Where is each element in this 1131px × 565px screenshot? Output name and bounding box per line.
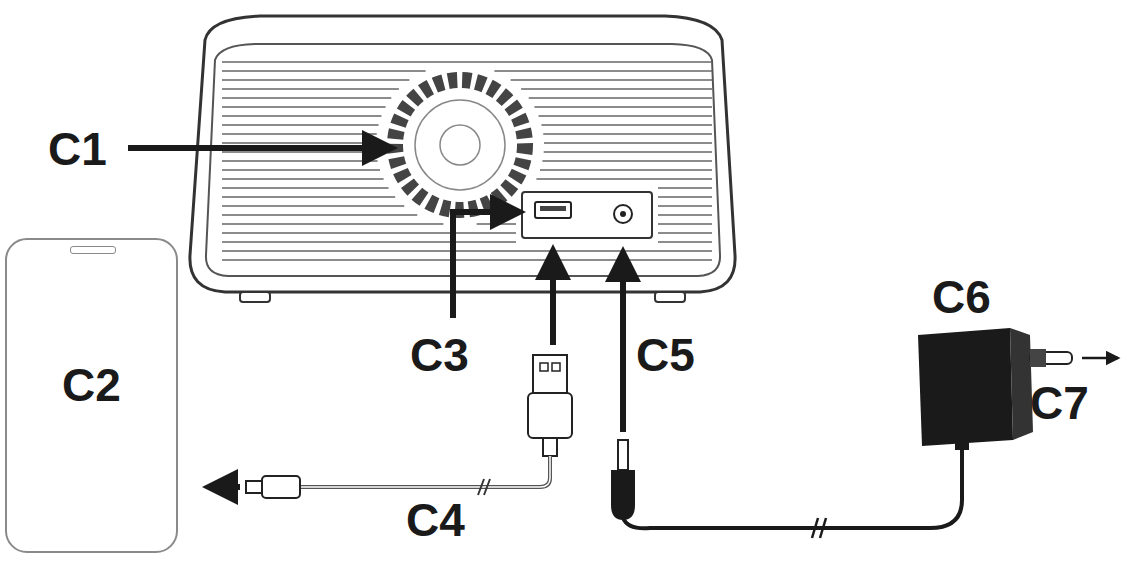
dc-cable	[623, 445, 962, 528]
grille-line	[544, 151, 712, 153]
callout-number: C7	[1030, 380, 1089, 426]
speaker-housing	[190, 16, 735, 292]
dc-plug-body	[611, 470, 635, 520]
grille-line	[222, 223, 443, 225]
grille-line	[222, 259, 712, 261]
to-phone-arrow	[208, 484, 240, 490]
usb-port-tongue	[540, 206, 566, 211]
speaker-front-edge	[206, 44, 720, 276]
grille-line	[539, 115, 712, 117]
plug-prong-base	[1030, 349, 1046, 367]
adapter-strain	[955, 440, 969, 450]
usb-plug-body	[528, 393, 572, 438]
grille-line	[222, 61, 712, 63]
callout-number: C3	[410, 332, 469, 378]
phone-plug-body	[262, 476, 300, 498]
grille-line	[222, 232, 516, 234]
grille-line	[222, 133, 377, 135]
insert-arrow	[620, 252, 626, 432]
usb-port	[535, 202, 571, 218]
grille-line	[222, 106, 386, 108]
grille-line	[658, 205, 712, 207]
grille-line	[222, 88, 399, 90]
grille-line	[544, 142, 712, 144]
grille-line	[222, 115, 381, 117]
phone-notch	[70, 246, 116, 254]
grille-line	[658, 214, 712, 216]
grille-line	[536, 178, 712, 180]
insert-arrow	[550, 250, 556, 345]
grille-line	[477, 223, 516, 225]
callout-number: C4	[406, 497, 465, 543]
grille-line	[521, 88, 712, 90]
callout-number: C6	[932, 274, 991, 320]
usb-plug-strain	[543, 438, 557, 456]
usb-plug-hole	[552, 363, 560, 371]
phone-outline: C2	[5, 238, 178, 553]
usb-plug-hole	[540, 363, 548, 371]
callout-number: C5	[636, 332, 695, 378]
grille-line	[222, 79, 409, 81]
fan-center	[440, 125, 480, 165]
grille-line	[222, 241, 516, 243]
grille-line	[658, 187, 712, 189]
grille-line	[222, 187, 389, 189]
port-panel	[522, 192, 652, 238]
speaker-foot	[655, 292, 685, 302]
grille-line	[540, 169, 712, 171]
cable-break	[484, 479, 490, 495]
grille-line	[511, 79, 712, 81]
usb-plug-metal	[533, 355, 567, 393]
adapter-side	[1010, 328, 1033, 440]
dc-jack	[614, 205, 632, 223]
dc-jack-pin	[620, 211, 626, 217]
grille-line	[534, 106, 712, 108]
grille-line	[658, 232, 712, 234]
grille-line	[222, 205, 404, 207]
grille-line	[222, 178, 384, 180]
grille-line	[542, 160, 712, 162]
grille-line	[658, 223, 712, 225]
grille-line	[222, 151, 376, 153]
grille-line	[222, 124, 379, 126]
usb-cable	[300, 456, 550, 487]
leader-arrow	[453, 212, 520, 318]
grille-line	[222, 70, 426, 72]
grille-line	[529, 97, 712, 99]
grille-line	[222, 214, 417, 216]
speaker-foot	[240, 292, 270, 302]
dc-plug-tip	[618, 440, 628, 470]
fan-ring	[395, 80, 525, 210]
grille-line	[494, 70, 712, 72]
grille-line	[222, 169, 380, 171]
to-socket-arrow	[1082, 357, 1118, 360]
cable-break	[812, 518, 818, 538]
usb-cable-inner	[300, 456, 550, 487]
grille-line	[222, 250, 712, 252]
grille-line	[222, 97, 391, 99]
grille-line	[222, 196, 395, 198]
grille-line	[541, 124, 712, 126]
grille-line	[658, 196, 712, 198]
power-adapter	[918, 328, 1013, 446]
cable-break	[820, 518, 826, 538]
leader-arrow	[128, 145, 392, 151]
phone-plug-tip	[246, 481, 262, 493]
callout-number: C1	[48, 126, 107, 172]
grille-line	[543, 133, 712, 135]
cable-break	[478, 479, 484, 495]
grille-line	[222, 160, 378, 162]
fan-hub	[415, 100, 505, 190]
grille-line	[658, 241, 712, 243]
grille-line	[222, 142, 376, 144]
callout-number: C2	[62, 362, 121, 408]
grille-lines	[222, 62, 712, 260]
